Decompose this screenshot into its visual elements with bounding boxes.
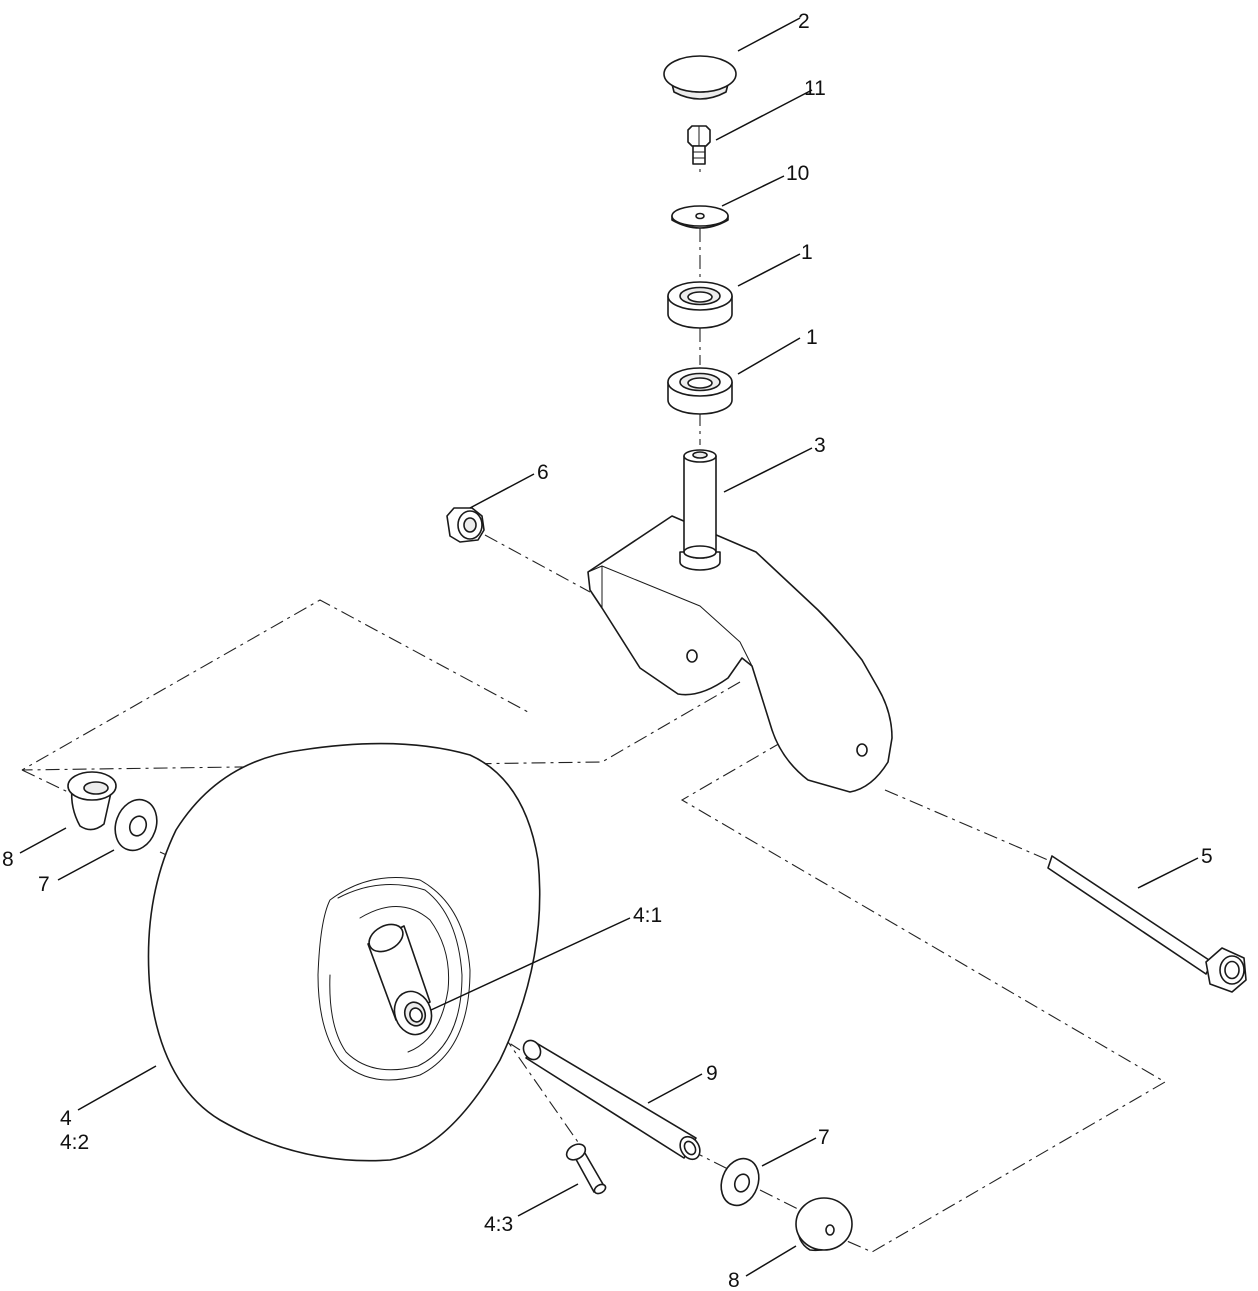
- spacer-right: [795, 1197, 853, 1252]
- callout-labels: 2 11 10 1 1 3 6 8 7 5 4:1 4 4:2 9 7 4:3 …: [2, 10, 1213, 1291]
- tire-assembly: [147, 742, 541, 1162]
- flange-nut: [446, 507, 485, 543]
- callout-6: 6: [537, 461, 549, 484]
- axle-tube: [522, 1039, 701, 1161]
- thrust-washer-left: [114, 798, 158, 852]
- axle-bolt: [1047, 855, 1247, 993]
- callout-2: 2: [798, 10, 810, 33]
- dust-cap: [663, 55, 737, 100]
- wheel-hub: [367, 923, 433, 1036]
- callout-8-left: 8: [2, 848, 14, 871]
- pivot-shaft: [679, 449, 721, 571]
- bearing-upper: [667, 281, 733, 329]
- callout-4-2: 4:2: [60, 1131, 89, 1154]
- callout-7-left: 7: [38, 873, 50, 896]
- callout-11: 11: [804, 77, 826, 100]
- callout-1-upper: 1: [801, 241, 813, 264]
- callout-4-3: 4:3: [484, 1213, 513, 1236]
- callout-4: 4: [60, 1107, 72, 1130]
- bolt: [687, 125, 711, 165]
- washer: [671, 205, 729, 229]
- bearing-lower: [667, 367, 733, 415]
- callout-9: 9: [706, 1062, 718, 1085]
- callout-1-lower: 1: [806, 326, 818, 349]
- caster-fork: [587, 515, 893, 793]
- callout-4-1: 4:1: [633, 904, 662, 927]
- callout-3: 3: [814, 434, 826, 457]
- callout-7-right: 7: [818, 1126, 830, 1149]
- callout-10: 10: [786, 162, 809, 185]
- callout-5: 5: [1201, 845, 1213, 868]
- leader-lines: [19, 17, 1199, 1277]
- valve-stem: [565, 1143, 607, 1195]
- callout-8-right: 8: [728, 1269, 740, 1291]
- spacer-left: [67, 771, 117, 831]
- thrust-washer-right: [720, 1157, 760, 1207]
